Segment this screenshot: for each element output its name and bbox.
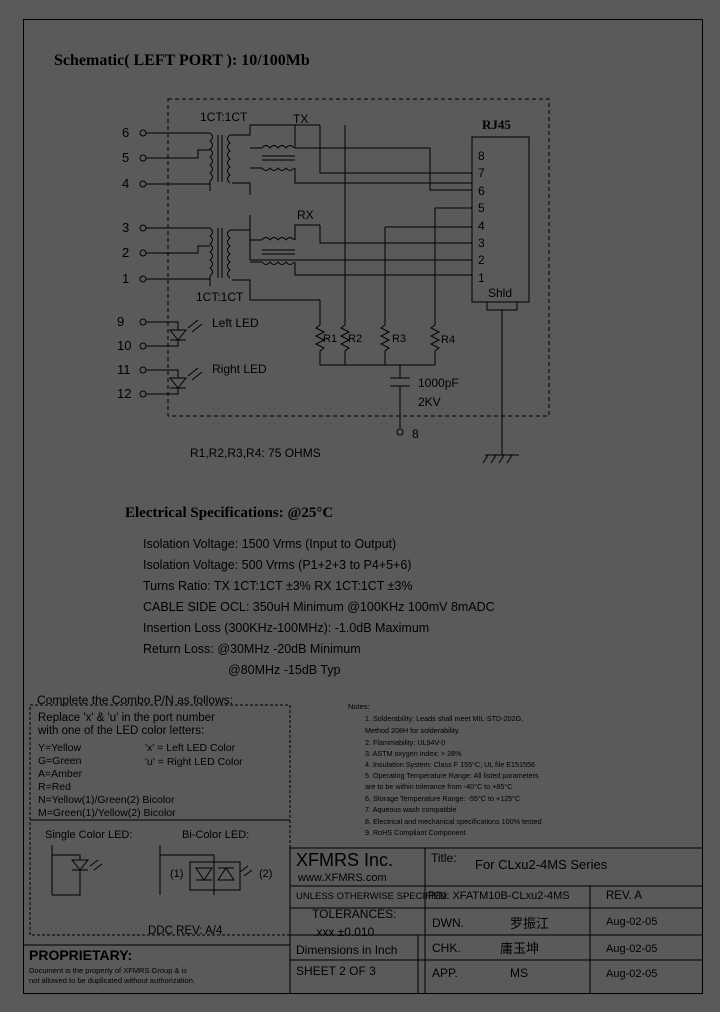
note-item: 8. Electrical and mechanical specificati… — [365, 817, 542, 826]
note-item: Method 208H for solderability. — [365, 726, 460, 735]
note-item: 1. Solderability: Leads shall meet MIL-S… — [365, 714, 524, 723]
capacitor-pin: 8 — [412, 427, 419, 441]
combo-heading: Complete the Combo P/N as follows: — [37, 693, 234, 707]
note-item: 2. Flammability: UL94V-0 — [365, 738, 446, 747]
color-item: M=Green(1)/Yellow(2) Bicolor — [38, 807, 176, 819]
spec-line: Return Loss: @30MHz -20dB Minimum — [143, 642, 361, 656]
resistor-label: R3 — [392, 333, 407, 345]
combo-intro: Replace 'x' & 'u' in the port number — [38, 712, 215, 724]
dwn-name: 罗振江 — [510, 916, 550, 931]
capacitor-value: 1000pF — [418, 376, 459, 390]
rj45-pin: 3 — [478, 236, 485, 250]
ct-top-label: 1CT:1CT — [200, 110, 248, 124]
capacitor-voltage: 2KV — [418, 395, 441, 409]
spec-line: Insertion Loss (300KHz-100MHz): -1.0dB M… — [143, 621, 430, 635]
rj45-pin: 1 — [478, 271, 485, 285]
tolerance-line: TOLERANCES: — [312, 907, 397, 921]
pin-label: 9 — [117, 314, 125, 329]
pin-label: 1 — [122, 271, 130, 286]
bicolor-pin-2: (2) — [259, 868, 273, 880]
spec-line: Isolation Voltage: 1500 Vrms (Input to O… — [143, 537, 397, 551]
rj45-pin: 2 — [478, 253, 485, 267]
title-label: Title: — [431, 851, 457, 865]
app-date: Aug-02-05 — [606, 968, 658, 980]
note-item: 6. Storage Temperature Range: -55°C to +… — [365, 794, 521, 803]
dwn-label: DWN. — [432, 916, 464, 930]
part-number: P/N: XFATM10B-CLxu2-4MS — [428, 890, 570, 902]
pin-label: 5 — [122, 150, 130, 165]
note-item: 4. Insulation System: Class F 155°C, UL … — [365, 760, 536, 769]
sheet-number: SHEET 2 OF 3 — [296, 964, 376, 978]
company-website: www.XFMRS.com — [298, 872, 387, 884]
shield-label: Shld — [488, 286, 513, 300]
combo-intro: with one of the LED color letters: — [38, 725, 205, 737]
rj45-pin: 4 — [478, 219, 485, 233]
schematic-title: Schematic( LEFT PORT ): 10/100Mb — [54, 52, 310, 69]
proprietary-line: Document is the property of XFMRS Group … — [29, 966, 187, 975]
bicolor-led-label: Bi-Color LED: — [182, 829, 250, 841]
u-note: 'u' = Right LED Color — [145, 756, 243, 768]
spec-line: Isolation Voltage: 500 Vrms (P1+2+3 to P… — [143, 558, 412, 572]
color-item: R=Red — [38, 781, 71, 793]
spec-line: @80MHz -15dB Typ — [228, 663, 341, 677]
resistor-note: R1,R2,R3,R4: 75 OHMS — [190, 446, 321, 460]
rx-label: RX — [297, 208, 314, 222]
spec-line: CABLE SIDE OCL: 350uH Minimum @100KHz 10… — [143, 600, 495, 614]
tolerance-line: .xxx ±0.010 — [313, 925, 375, 939]
tolerance-line: Dimensions in Inch — [296, 943, 398, 957]
company-name: XFMRS Inc. — [296, 850, 394, 870]
app-label: APP. — [432, 966, 458, 980]
pin-label: 10 — [117, 338, 132, 353]
rj45-label: RJ45 — [482, 117, 511, 132]
left-led-label: Left LED — [212, 316, 259, 330]
app-name: MS — [510, 966, 528, 980]
rj45-pin: 6 — [478, 184, 485, 198]
single-led-label: Single Color LED: — [45, 829, 133, 841]
electrical-heading: Electrical Specifications: @25°C — [125, 505, 334, 521]
color-item: N=Yellow(1)/Green(2) Bicolor — [38, 794, 175, 806]
drawing-sheet — [23, 19, 703, 994]
notes-heading: Notes: — [348, 702, 370, 711]
note-item: 5. Operating Temperature Range: All list… — [365, 771, 539, 780]
note-item: 7. Aqueous wash compatible — [365, 805, 457, 814]
chk-date: Aug-02-05 — [606, 943, 658, 955]
pin-label: 3 — [122, 220, 130, 235]
right-led-label: Right LED — [212, 362, 267, 376]
resistor-label: R1 — [323, 333, 338, 345]
revision: REV. A — [606, 890, 643, 902]
note-item: 9. RoHS Compliant Component — [365, 828, 466, 837]
x-note: 'x' = Left LED Color — [145, 742, 236, 754]
color-item: G=Green — [38, 755, 82, 767]
pin-label: 11 — [117, 362, 131, 377]
ct-bottom-label: 1CT:1CT — [196, 290, 244, 304]
tx-label: TX — [293, 112, 309, 126]
ddc-rev: DDC REV: A/4 — [148, 925, 223, 937]
pin-label: 6 — [122, 125, 130, 140]
rj45-pin: 7 — [478, 166, 485, 180]
note-item: 3. ASTM oxygen index: > 28% — [365, 749, 462, 758]
tolerance-line: UNLESS OTHERWISE SPECIFIED — [296, 891, 447, 902]
color-item: Y=Yellow — [38, 742, 82, 754]
pin-label: 12 — [117, 386, 132, 401]
resistor-label: R4 — [441, 334, 456, 346]
color-item: A=Amber — [38, 768, 83, 780]
pin-label: 2 — [122, 245, 130, 260]
bicolor-pin-1: (1) — [170, 868, 184, 880]
rj45-pin: 5 — [478, 201, 485, 215]
chk-name: 庸玉坤 — [500, 941, 540, 956]
rj45-pin: 8 — [478, 149, 485, 163]
title-value: For CLxu2-4MS Series — [475, 857, 608, 872]
dwn-date: Aug-02-05 — [606, 916, 658, 928]
spec-line: Turns Ratio: TX 1CT:1CT ±3% RX 1CT:1CT ±… — [143, 579, 413, 593]
proprietary-line: not allowed to be duplicated without aut… — [29, 976, 195, 985]
pin-label: 4 — [122, 176, 130, 191]
chk-label: CHK. — [432, 941, 461, 955]
proprietary-heading: PROPRIETARY: — [29, 947, 133, 963]
resistor-label: R2 — [348, 333, 363, 345]
note-item: are to be within tolerance from -40°C to… — [365, 782, 513, 791]
